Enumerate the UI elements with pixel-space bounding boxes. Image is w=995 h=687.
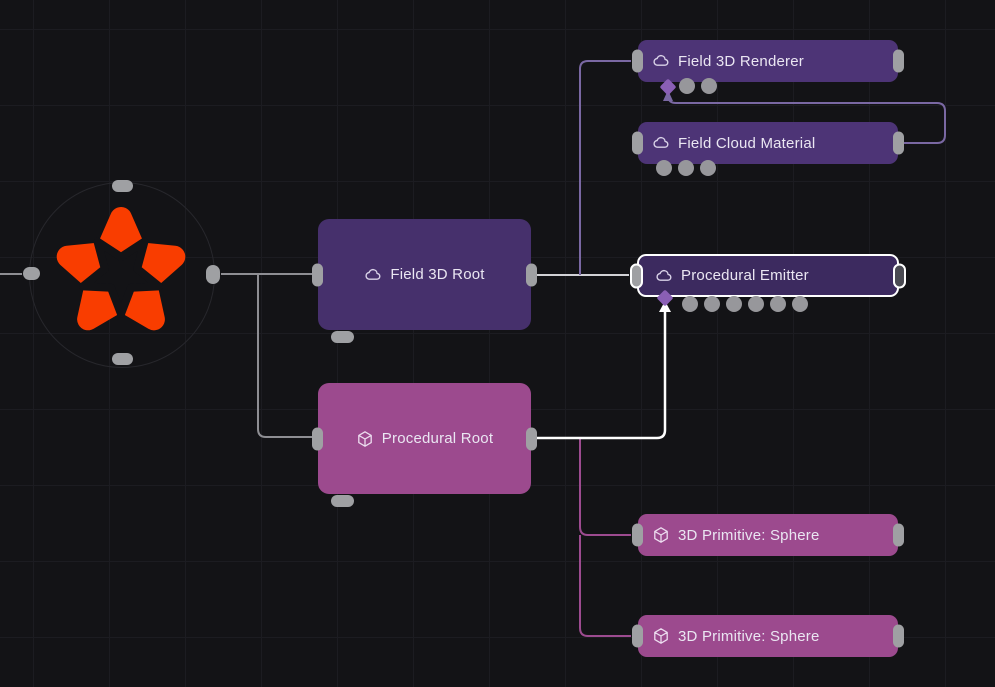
node-label: Field 3D Renderer bbox=[678, 52, 804, 70]
node-3d-primitive-sphere-1[interactable]: 3D Primitive: Sphere bbox=[632, 514, 904, 556]
output-connector[interactable] bbox=[893, 523, 904, 547]
sub-connector[interactable] bbox=[792, 296, 808, 312]
node-label: Field 3D Root bbox=[390, 266, 485, 283]
sub-connector[interactable] bbox=[679, 78, 695, 94]
root-input-connector[interactable] bbox=[23, 267, 40, 280]
input-connector[interactable] bbox=[630, 263, 643, 288]
sub-connector[interactable] bbox=[656, 160, 672, 176]
input-connector[interactable] bbox=[632, 523, 643, 547]
cube-icon bbox=[356, 430, 374, 448]
node-label: Procedural Emitter bbox=[681, 267, 809, 284]
cloud-icon bbox=[652, 134, 670, 152]
node-3d-primitive-sphere-2[interactable]: 3D Primitive: Sphere bbox=[632, 615, 904, 657]
embergen-logo-icon bbox=[56, 207, 186, 331]
bottom-connector[interactable] bbox=[331, 331, 354, 343]
node-field-cloud-material[interactable]: Field Cloud Material bbox=[632, 122, 904, 164]
input-connector[interactable] bbox=[312, 427, 323, 450]
root-bottom-connector[interactable] bbox=[112, 353, 133, 365]
sub-connector[interactable] bbox=[701, 78, 717, 94]
input-connector[interactable] bbox=[632, 49, 643, 73]
node-label: Field Cloud Material bbox=[678, 134, 816, 152]
output-connector[interactable] bbox=[893, 624, 904, 648]
node-procedural-emitter[interactable]: Procedural Emitter bbox=[630, 254, 906, 297]
input-connector[interactable] bbox=[312, 263, 323, 286]
node-field-3d-root[interactable]: Field 3D Root bbox=[312, 219, 537, 343]
embergen-root-node[interactable] bbox=[46, 199, 196, 349]
sub-connector[interactable] bbox=[770, 296, 786, 312]
input-connector[interactable] bbox=[632, 624, 643, 648]
root-top-connector[interactable] bbox=[112, 180, 133, 192]
sub-connector[interactable] bbox=[682, 296, 698, 312]
sub-connector[interactable] bbox=[726, 296, 742, 312]
sub-connector[interactable] bbox=[700, 160, 716, 176]
output-connector[interactable] bbox=[526, 263, 537, 286]
output-connector[interactable] bbox=[893, 263, 906, 288]
cloud-icon bbox=[364, 266, 382, 284]
cube-icon bbox=[652, 526, 670, 544]
output-connector[interactable] bbox=[526, 427, 537, 450]
sub-connector[interactable] bbox=[678, 160, 694, 176]
sub-connector[interactable] bbox=[748, 296, 764, 312]
cloud-icon bbox=[652, 52, 670, 70]
sub-connector[interactable] bbox=[704, 296, 720, 312]
cube-icon bbox=[652, 627, 670, 645]
cloud-icon bbox=[655, 267, 673, 285]
node-field-3d-renderer[interactable]: Field 3D Renderer bbox=[632, 40, 904, 82]
node-label: 3D Primitive: Sphere bbox=[678, 526, 820, 544]
node-label: Procedural Root bbox=[381, 430, 494, 447]
bottom-connector[interactable] bbox=[331, 495, 354, 507]
input-connector[interactable] bbox=[632, 131, 643, 155]
output-connector[interactable] bbox=[893, 131, 904, 155]
node-procedural-root[interactable]: Procedural Root bbox=[312, 383, 537, 507]
output-connector[interactable] bbox=[893, 49, 904, 73]
root-output-connector[interactable] bbox=[206, 265, 220, 284]
node-label: 3D Primitive: Sphere bbox=[678, 627, 820, 645]
